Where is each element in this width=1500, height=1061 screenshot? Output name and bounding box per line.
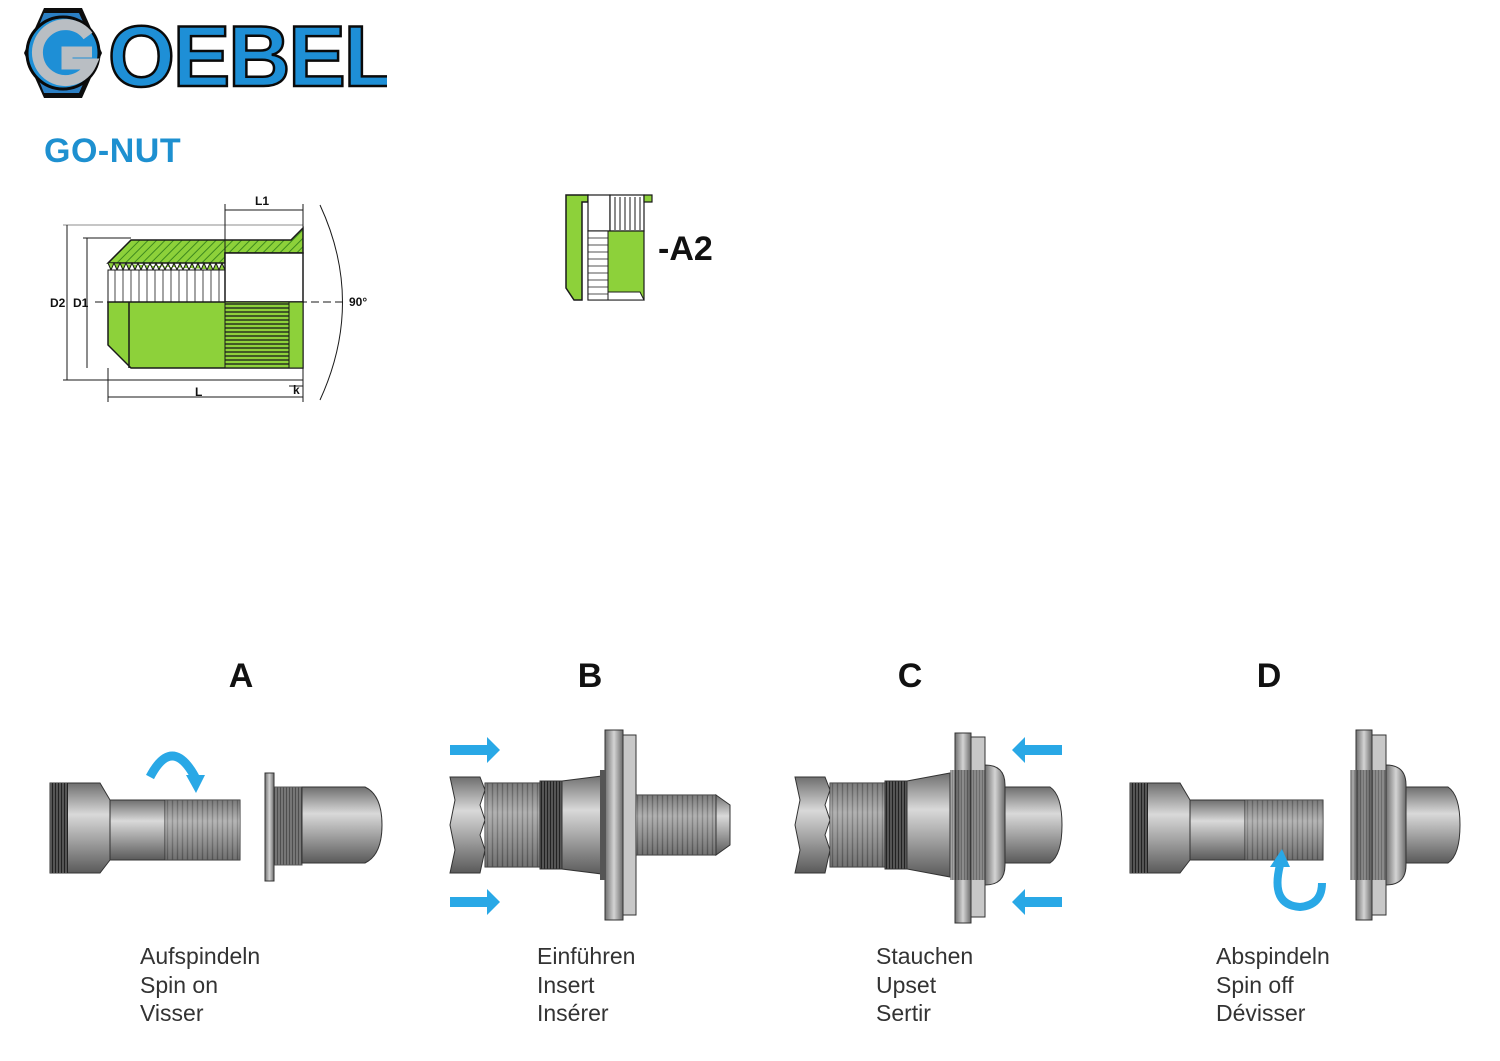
step-d-caption-de: Abspindeln [1216, 943, 1330, 969]
step-a-letter: A [228, 657, 254, 695]
nut-variant-icon [565, 194, 653, 301]
svg-text:OEBEL: OEBEL [108, 9, 387, 102]
step-a-caption-de: Aufspindeln [140, 943, 261, 969]
dim-d2-label: D2 [50, 296, 66, 310]
step-b-figure [449, 729, 731, 921]
step-a-caption-en: Spin on [140, 971, 219, 998]
step-c-caption-de: Stauchen [876, 943, 974, 969]
dim-l1-label: L1 [255, 194, 269, 208]
step-d-letter: D [1256, 657, 1282, 695]
step-d-figure [1129, 729, 1461, 921]
step-a-caption-fr: Visser [140, 1000, 204, 1026]
step-b-letter: B [577, 657, 603, 695]
step-d-caption: Abspindeln Spin off Dévisser [1216, 942, 1330, 1028]
dim-angle-label: 90° [349, 295, 367, 309]
variant-label: -A2 [658, 230, 713, 268]
step-d-caption-fr: Dévisser [1216, 1000, 1306, 1026]
product-title: GO-NUT [44, 132, 182, 170]
goebel-logo: OEBEL [24, 8, 387, 102]
step-b-caption: Einführen Insert Insérer [537, 942, 635, 1028]
dim-k-label: k [293, 383, 300, 397]
step-c-figure [794, 732, 1063, 924]
installation-steps-illustration [49, 729, 1461, 924]
step-d-caption-en: Spin off [1216, 971, 1294, 998]
step-a-figure [49, 751, 383, 882]
dim-l-label: L [195, 385, 202, 399]
step-b-caption-fr: Insérer [537, 1000, 609, 1026]
dim-d1-label: D1 [73, 296, 89, 310]
step-b-caption-de: Einführen [537, 943, 636, 969]
nut-cross-section-drawing: L1 D2 D1 90° L k [50, 194, 367, 402]
step-a-caption: Aufspindeln Spin on Visser [140, 942, 260, 1028]
step-c-caption-fr: Sertir [876, 1000, 931, 1026]
step-c-caption: Stauchen Upset Sertir [876, 942, 973, 1028]
step-c-letter: C [897, 657, 923, 695]
step-c-caption-en: Upset [876, 971, 937, 998]
step-b-caption-en: Insert [537, 971, 595, 998]
